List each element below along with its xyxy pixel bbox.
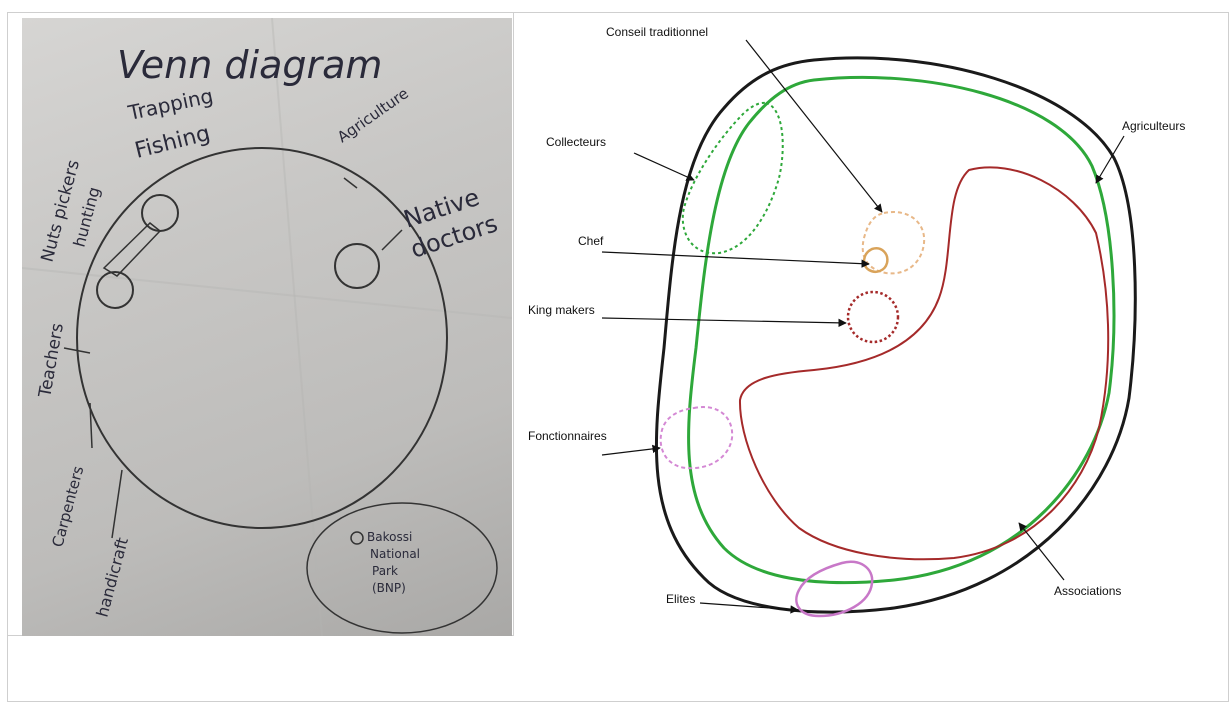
label-trapping: Trapping [125,84,215,126]
label-handicraft: handicraft [93,535,132,619]
leader-conseil [746,40,882,212]
diagram-svg: Conseil traditionnel Collecteurs Agricul… [514,18,1228,636]
label-fishing: Fishing [132,121,212,164]
king-makers-shape [848,292,898,342]
agriculteurs-ring [689,77,1114,582]
park-circle [307,503,497,633]
label-nuts-pickers: Nuts pickers [38,158,84,265]
label-chef: Chef [578,234,604,248]
leader-chef [602,252,869,264]
label-collecteurs: Collecteurs [546,135,606,149]
label-park-4: (BNP) [372,581,406,595]
label-fonctionnaires: Fonctionnaires [528,429,607,443]
digital-venn-diagram: Conseil traditionnel Collecteurs Agricul… [514,18,1228,636]
native-doctors-circle [335,244,379,288]
leader-king [602,318,846,323]
leader-fonctionnaires [602,448,660,455]
main-circle [77,148,447,528]
label-carpenters: Carpenters [48,464,87,549]
label-king-makers: King makers [528,303,595,317]
label-agriculteurs: Agriculteurs [1122,119,1185,133]
leader-collecteurs [634,153,694,180]
fonctionnaires-shape [661,407,733,468]
photo-title: Venn diagram [117,43,382,87]
label-park-2: National [370,547,420,561]
elites-shape [796,562,872,616]
collecteurs-shape [683,103,783,253]
label-conseil-traditionnel: Conseil traditionnel [606,25,708,39]
handdrawn-venn-photo: Venn diagram Trapping Fishing hunting Nu… [22,18,512,636]
label-agriculture: Agriculture [334,84,412,146]
label-associations: Associations [1054,584,1121,598]
outer-ring [656,58,1135,612]
leader-elites [700,603,798,610]
label-park-3: Park [372,564,398,578]
label-park-1: Bakossi [367,530,412,544]
photo-drawing: Venn diagram Trapping Fishing hunting Nu… [22,18,512,636]
conseil-traditionnel-shape [863,212,924,273]
label-teachers: Teachers [35,322,68,400]
chef-shape [864,248,887,271]
label-elites: Elites [666,592,695,606]
